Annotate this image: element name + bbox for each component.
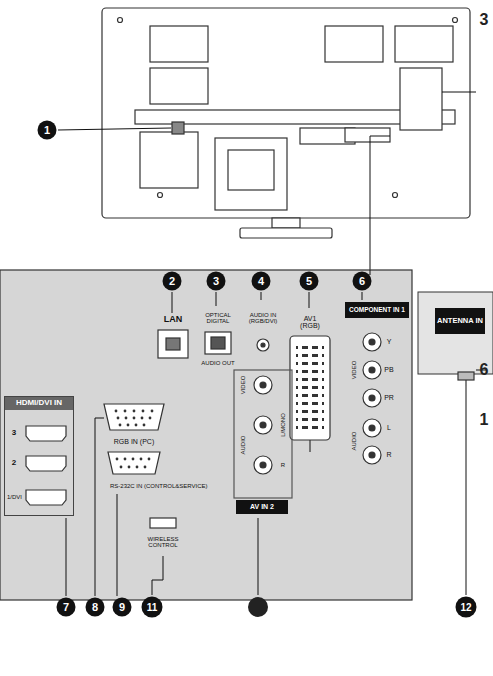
port-label: OPTICAL DIGITAL [201,312,235,325]
callout-number: 1 [38,121,57,140]
port-label: AUDIO [240,435,246,454]
jacks [26,330,474,528]
callout-number: 7 [57,598,76,617]
port-group-title: COMPONENT IN 1 [345,304,409,315]
dsub-pins [115,410,154,469]
port-label: 2 [12,459,16,467]
port-group-box: HDMI/DVI IN [4,396,74,516]
port-label-box: COMPONENT IN 1 [345,302,409,318]
port-label: VIDEO [351,361,357,380]
port-group-title: HDMI/DVI IN [5,397,73,410]
port-label: Y [387,338,392,345]
port-label: PB [384,366,393,373]
tv-back [102,8,470,238]
port-label: L/MONO [280,413,286,437]
port-label: PR [384,394,394,401]
port-label: R [386,451,391,458]
callout-circle [248,597,268,617]
port-label-box: AV IN 2 [236,500,288,514]
callout-number: 12 [456,597,477,618]
port-label: AUDIO OUT [201,360,234,366]
callout-number: 4 [252,272,271,291]
port-label: WIRELESS CONTROL [141,536,185,549]
callout-number: 6 [353,272,372,291]
port-label-box: ANTENNA IN [435,308,485,334]
port-label: LAN [164,315,183,324]
callout-number: 8 [86,598,105,617]
port-label: 3 [12,429,16,437]
callout-number: 1 [480,412,489,429]
leader-lines [58,92,476,270]
port-label: R [281,462,285,468]
port-label: RGB IN (PC) [114,438,154,445]
connector-panel [0,270,493,600]
callout-number: 6 [480,362,489,379]
port-label: AV1 (RGB) [294,315,326,330]
port-label: L [387,424,391,431]
callout-number: 9 [113,598,132,617]
port-group-title: AV IN 2 [236,501,288,513]
port-label: AUDIO IN (RGB/DVI) [244,312,282,325]
callout-number: 2 [163,272,182,291]
port-group-title: ANTENNA IN [435,315,485,327]
port-label: RS-232C IN (CONTROL&SERVICE) [110,483,208,489]
callout-number: 11 [142,597,163,618]
port-label: 1/DVI [7,494,21,500]
callout-number: 3 [480,12,489,29]
callout-number: 5 [300,272,319,291]
callout-number: 3 [207,272,226,291]
port-label: VIDEO [240,376,246,395]
leader-lines [66,270,486,596]
port-label: AUDIO [351,431,357,450]
